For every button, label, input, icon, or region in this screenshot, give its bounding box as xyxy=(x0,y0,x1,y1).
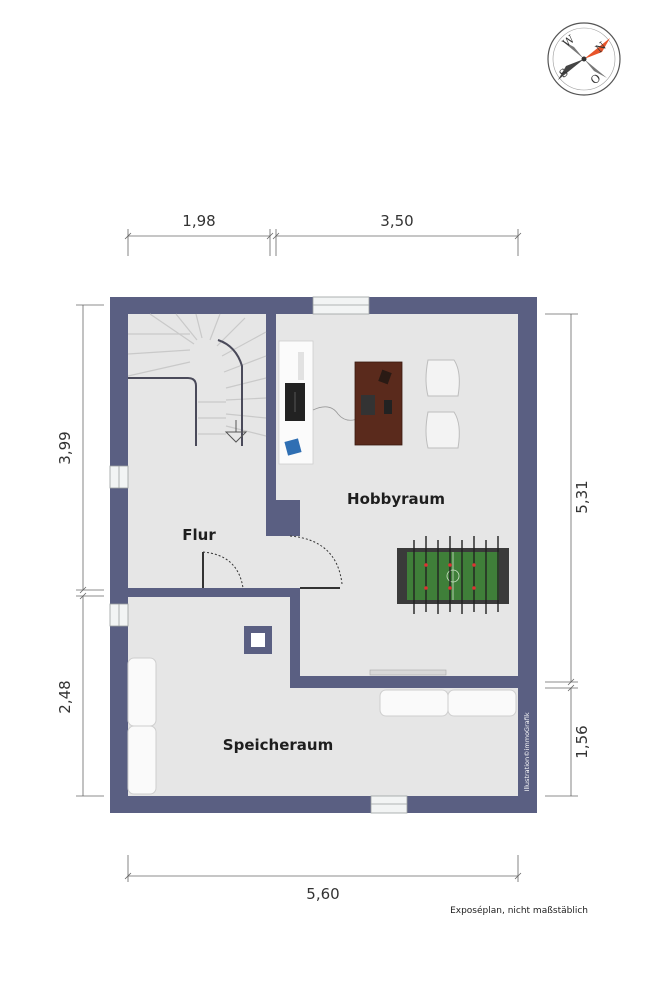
tv-sideboard xyxy=(278,340,361,465)
staircase xyxy=(127,313,267,437)
footer-note: Exposéplan, nicht maßstäblich xyxy=(450,905,588,916)
illustration-credit: Illustration©immoGrafik xyxy=(523,712,531,791)
stair-handrail xyxy=(128,339,243,446)
window-top xyxy=(312,296,370,315)
compass-needle-north-icon xyxy=(584,38,610,59)
dim-left-upper: 3,99 xyxy=(56,431,74,464)
compass: N O S W xyxy=(547,22,621,96)
foosball-table xyxy=(397,536,509,614)
dim-top-right: 3,50 xyxy=(380,212,413,230)
laptop-icon xyxy=(361,395,375,415)
window-bottom xyxy=(370,795,408,814)
dimension-labels: 1,98 3,50 3,99 2,48 5,31 1,56 5,60 xyxy=(56,212,591,903)
chimney xyxy=(244,626,272,654)
compass-needle-icon xyxy=(558,59,584,80)
dim-right-upper: 5,31 xyxy=(573,480,591,513)
chairs xyxy=(425,359,460,449)
shelf xyxy=(369,669,447,676)
dim-top-left: 1,98 xyxy=(182,212,215,230)
room-label-speicheraum: Speicheraum xyxy=(223,736,333,754)
room-label-flur: Flur xyxy=(182,526,216,544)
room-label-hobbyraum: Hobbyraum xyxy=(347,490,445,508)
dim-left-lower: 2,48 xyxy=(56,680,74,713)
magazine-icon xyxy=(284,438,302,456)
desk xyxy=(354,361,403,446)
dim-bottom: 5,60 xyxy=(306,885,339,903)
windows xyxy=(109,296,408,814)
dimension-lines xyxy=(76,229,578,882)
chair-icon-2 xyxy=(425,411,460,449)
chair-icon xyxy=(425,359,460,397)
doors xyxy=(202,535,343,589)
dim-right-lower: 1,56 xyxy=(573,725,591,758)
interior-walls xyxy=(128,314,518,688)
storage-boxes xyxy=(127,657,517,795)
